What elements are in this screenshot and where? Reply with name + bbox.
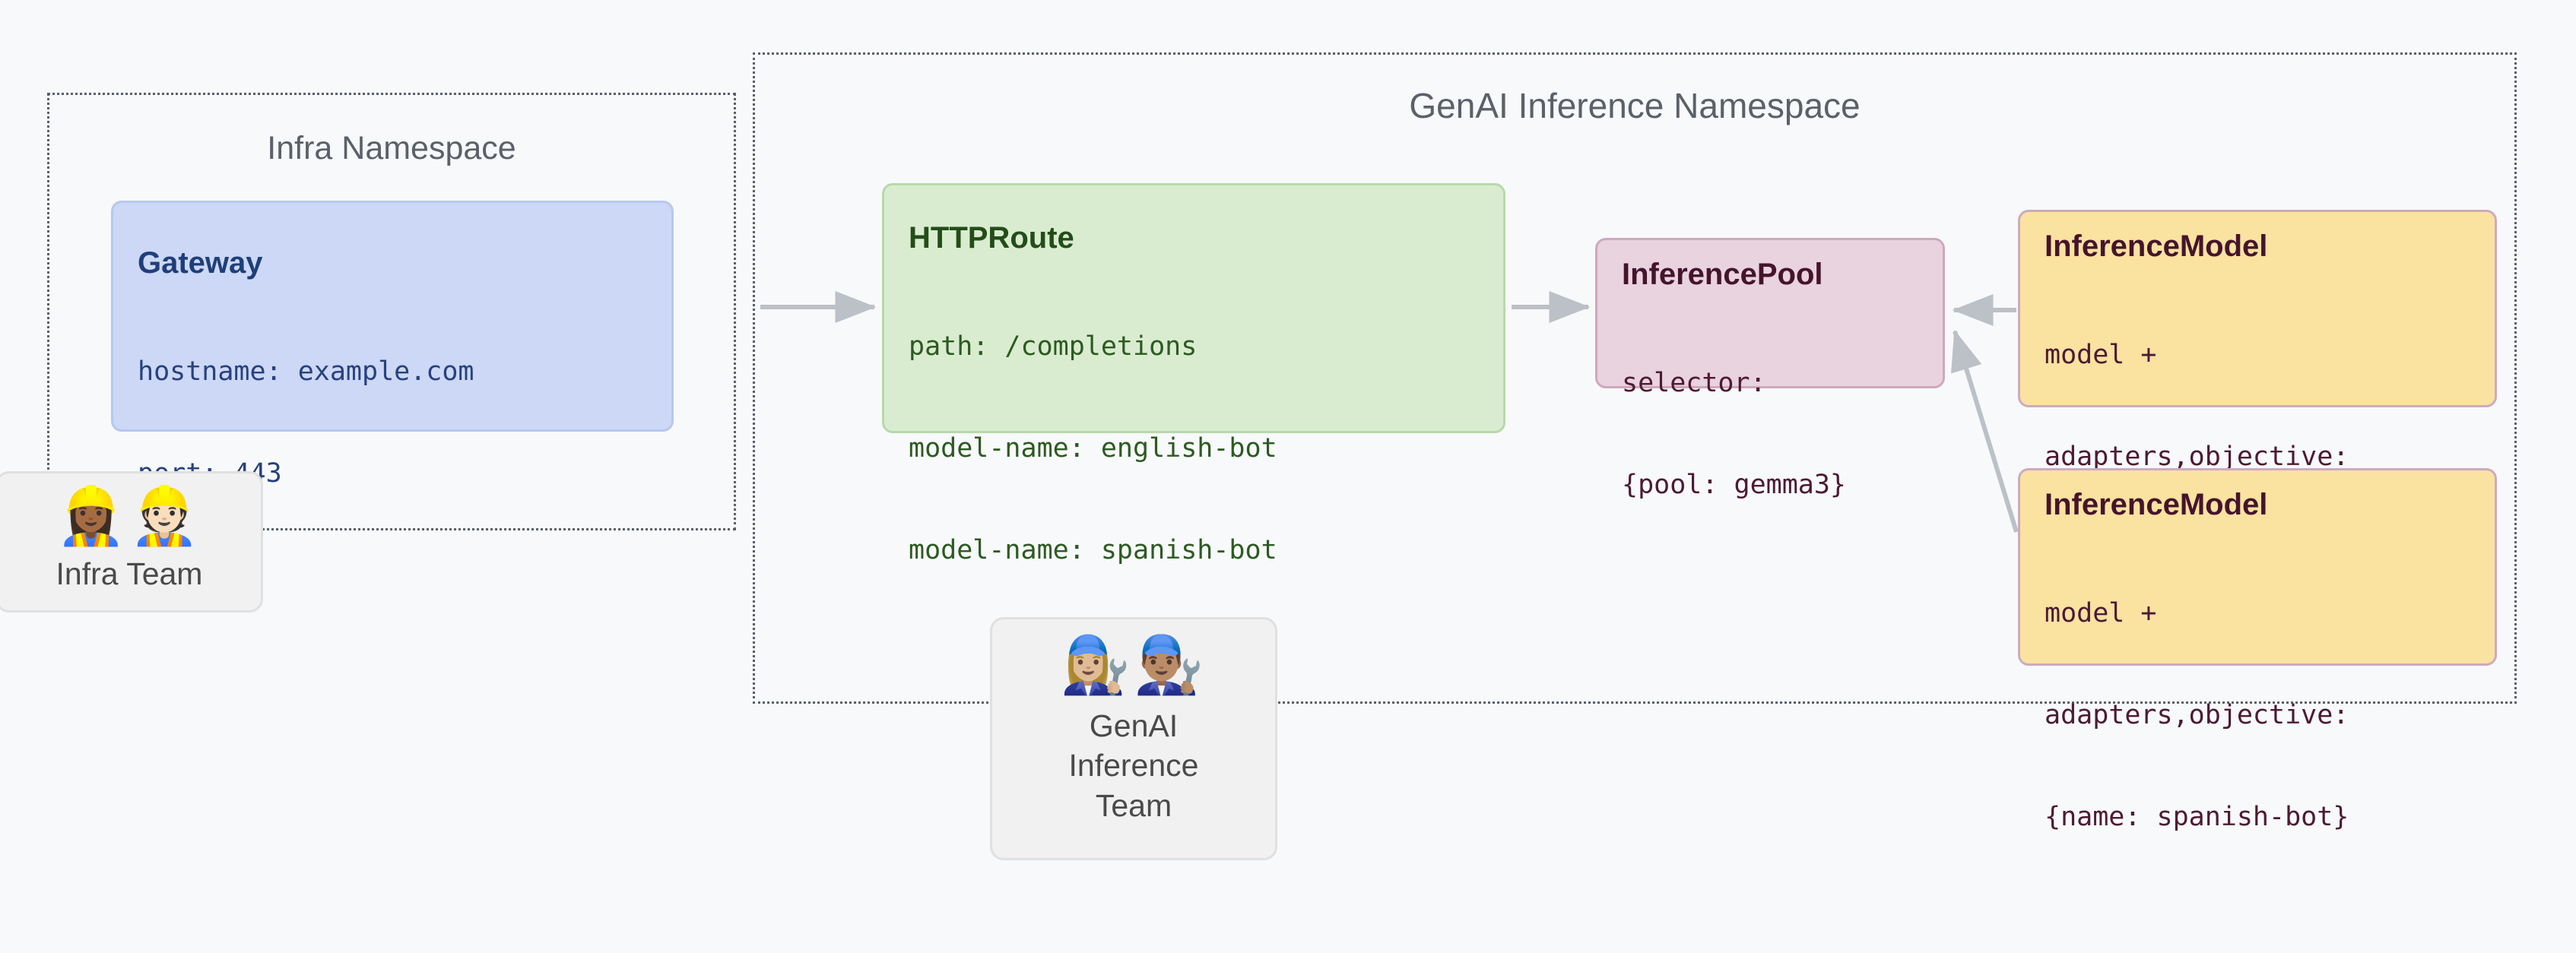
inferencemodel-spanish-line-model: model + bbox=[2045, 597, 2157, 628]
namespace-infra: Infra Namespace bbox=[47, 93, 736, 530]
resource-gateway[interactable]: Gateway hostname: example.com port: 443 bbox=[111, 201, 674, 489]
team-card-genai-inference[interactable]: 👩🏼‍🔧👨🏽‍🔧 GenAI Inference Team bbox=[990, 617, 1277, 860]
inferencemodel-english-title: InferenceModel bbox=[2045, 230, 2268, 263]
gateway-line-hostname: hostname: example.com bbox=[138, 356, 474, 387]
httproute-line-model-name-english: model-name: english-bot bbox=[909, 432, 1277, 464]
inferencemodel-english-line-adapters: adapters,objective: bbox=[2045, 441, 2349, 472]
inferencemodel-spanish-title: InferenceModel bbox=[2045, 488, 2268, 521]
httproute-line-model-name-spanish: model-name: spanish-bot bbox=[909, 535, 1277, 566]
inferencemodel-spanish-line-adapters: adapters,objective: bbox=[2045, 699, 2349, 730]
construction-workers-icon: 👷🏾‍♀️👷🏻 bbox=[56, 483, 203, 549]
namespace-genai-inference: GenAI Inference Namespace bbox=[753, 52, 2517, 704]
team-card-infra[interactable]: 👷🏾‍♀️👷🏻 Infra Team bbox=[0, 471, 263, 613]
gateway-details: hostname: example.com port: 443 bbox=[138, 287, 649, 559]
resource-inferencemodel-spanish[interactable]: InferenceModel model + adapters,objectiv… bbox=[2018, 468, 2497, 832]
httproute-title: HTTPRoute bbox=[909, 221, 1074, 255]
namespace-genai-inference-title: GenAI Inference Namespace bbox=[1409, 86, 1861, 125]
inferencepool-title: InferencePool bbox=[1622, 258, 1823, 291]
namespace-infra-title: Infra Namespace bbox=[267, 130, 516, 166]
gateway-title: Gateway bbox=[138, 246, 263, 280]
team-card-infra-label: Infra Team bbox=[56, 556, 203, 591]
resource-inferencepool[interactable]: InferencePool selector: {pool: gemma3} bbox=[1595, 238, 1945, 500]
inferencepool-line-selector: selector: bbox=[1622, 367, 1766, 398]
inferencemodel-english-line-model: model + bbox=[2045, 339, 2157, 370]
inferencepool-details: selector: {pool: gemma3} bbox=[1622, 298, 1920, 570]
resource-inferencemodel-english[interactable]: InferenceModel model + adapters,objectiv… bbox=[2018, 210, 2497, 574]
httproute-line-path: path: /completions bbox=[909, 331, 1198, 362]
httproute-details: path: /completions model-name: english-b… bbox=[909, 261, 1480, 636]
inferencemodel-spanish-details: model + adapters,objective: {name: spani… bbox=[2045, 528, 2472, 903]
mechanics-icon: 👩🏼‍🔧👨🏽‍🔧 bbox=[1060, 632, 1207, 698]
resource-httproute[interactable]: HTTPRoute path: /completions model-name:… bbox=[882, 183, 1505, 565]
team-card-genai-inference-label: GenAI Inference Team bbox=[1068, 708, 1199, 823]
inferencemodel-spanish-line-name: {name: spanish-bot} bbox=[2045, 802, 2349, 833]
inferencepool-line-selector-value: {pool: gemma3} bbox=[1622, 469, 1847, 500]
